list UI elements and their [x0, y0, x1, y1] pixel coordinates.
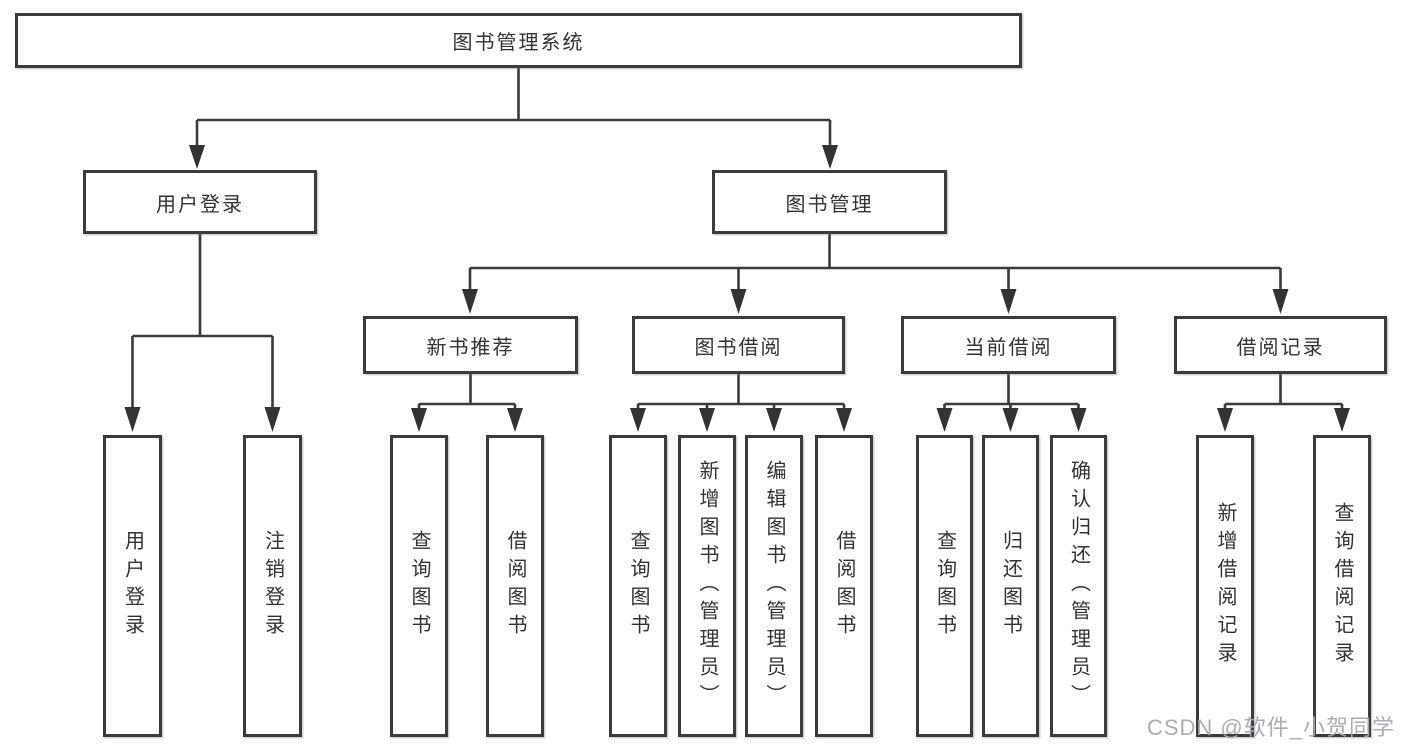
leaf-add-book-admin: 新增图书（管理员）: [678, 435, 736, 737]
node-borrow-records: 借阅记录: [1174, 316, 1387, 374]
leaf-label: 归还图书: [999, 530, 1022, 642]
node-new-book-recommend: 新书推荐: [363, 316, 578, 374]
node-user-login-group: 用户登录: [83, 170, 317, 234]
leaf-query-borrow-record: 查询借阅记录: [1313, 435, 1371, 737]
leaf-query-books-recommend: 查询图书: [390, 435, 448, 737]
node-book-management: 图书管理: [712, 170, 947, 234]
leaf-label: 查询图书: [408, 530, 430, 642]
leaf-confirm-return-admin: 确认归还（管理员）: [1050, 435, 1107, 737]
leaf-label: 查询图书: [933, 530, 956, 642]
leaf-label: 查询借阅记录: [1331, 502, 1353, 670]
leaf-label: 编辑图书（管理员）: [763, 460, 785, 712]
leaf-edit-book-admin: 编辑图书（管理员）: [745, 435, 803, 737]
leaf-label: 借阅图书: [833, 530, 855, 642]
node-system-root: 图书管理系统: [15, 13, 1022, 68]
leaf-return-books: 归还图书: [982, 435, 1039, 737]
leaf-label: 新增图书（管理员）: [696, 460, 718, 712]
leaf-label: 借阅图书: [504, 530, 526, 642]
leaf-logout: 注销登录: [243, 435, 302, 737]
leaf-query-books-borrow: 查询图书: [609, 435, 667, 737]
node-current-borrow: 当前借阅: [901, 316, 1116, 374]
leaf-label: 用户登录: [121, 530, 144, 642]
leaf-label: 注销登录: [261, 530, 284, 642]
leaf-query-books-current: 查询图书: [916, 435, 973, 737]
leaf-add-borrow-record: 新增借阅记录: [1196, 435, 1254, 737]
leaf-borrow-books: 借阅图书: [815, 435, 873, 737]
csdn-watermark: CSDN @软件_小贺同学: [1146, 715, 1395, 740]
leaf-label: 新增借阅记录: [1214, 502, 1236, 670]
leaf-borrow-books-recommend: 借阅图书: [486, 435, 544, 737]
node-book-borrow: 图书借阅: [632, 316, 845, 374]
leaf-label: 查询图书: [627, 530, 649, 642]
leaf-label: 确认归还（管理员）: [1067, 460, 1090, 712]
leaf-user-login: 用户登录: [103, 435, 162, 737]
